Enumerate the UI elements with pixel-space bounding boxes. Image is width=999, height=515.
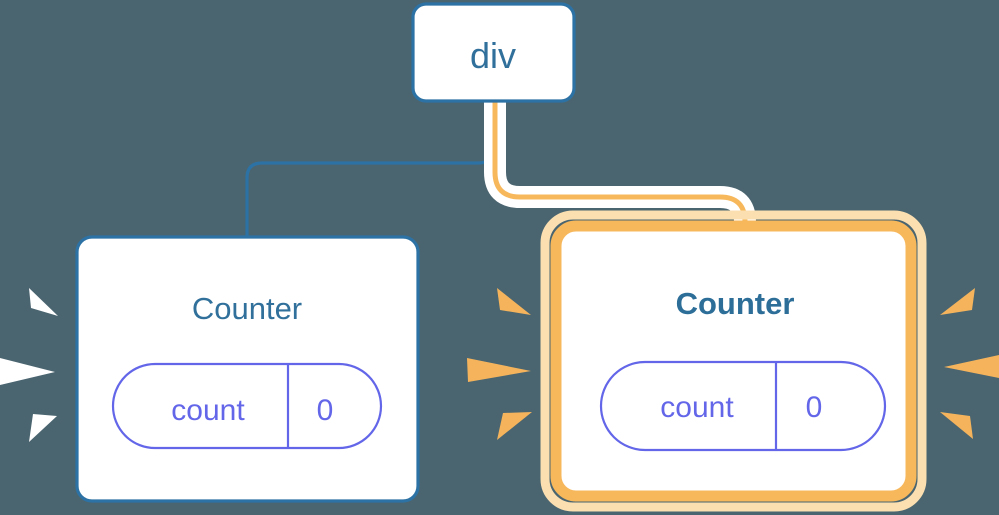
ray-orange-right-bottom [940,412,973,439]
node-counter-left-property-pill: count 0 [111,362,383,450]
node-div[interactable]: div [411,2,576,103]
node-counter-right-title: Counter [676,286,795,321]
rays-right-outer-icon [940,288,999,439]
ray-orange-mid-middle [467,358,531,382]
rays-middle-icon [467,288,532,440]
ray-white-middle [0,358,55,385]
node-div-label: div [470,35,516,76]
node-counter-left-box[interactable] [75,235,420,503]
ray-orange-mid-bottom [497,412,532,440]
edge-root-to-counter-left [245,99,495,240]
node-counter-left[interactable]: Counter count 0 [75,235,420,503]
node-counter-right[interactable]: Counter count 0 [540,210,927,512]
rays-left-outer-icon [0,288,58,442]
property-name: count [171,394,245,427]
ray-orange-mid-top [497,288,531,315]
node-counter-left-title: Counter [192,291,302,326]
property-value: 0 [806,391,823,424]
ray-orange-right-middle [944,355,999,378]
property-name: count [660,391,734,424]
property-pill-outline [599,360,887,452]
node-counter-right-glow [540,210,927,512]
ray-white-top [29,288,58,316]
ray-orange-right-top [940,288,975,315]
node-div-box[interactable] [411,2,576,103]
ray-white-bottom [29,414,57,442]
property-value: 0 [317,394,334,427]
property-pill-outline [111,362,383,450]
node-counter-right-property-pill: count 0 [599,360,887,452]
